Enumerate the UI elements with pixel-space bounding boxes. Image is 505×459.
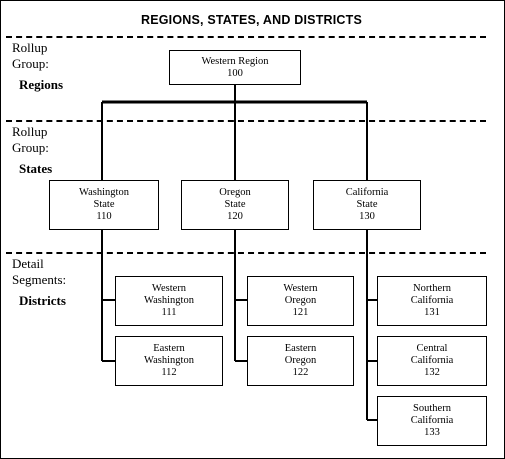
node-label-2: Washington: [144, 355, 194, 366]
node-washington-state: Washington State 110: [49, 180, 159, 230]
node-label-2: State: [224, 199, 246, 210]
node-label: Northern: [413, 283, 451, 294]
node-label-2: California: [410, 415, 454, 426]
band-label-regions: Rollup Group:: [12, 40, 49, 71]
group-name-districts: Districts: [19, 293, 66, 308]
node-northern-california: Northern California 131: [377, 276, 487, 326]
node-label-2: State: [356, 199, 378, 210]
node-label: Eastern: [284, 343, 317, 354]
node-label-2: State: [93, 199, 115, 210]
node-label: Southern: [413, 403, 451, 414]
node-western-oregon: Western Oregon 121: [247, 276, 354, 326]
node-eastern-oregon: Eastern Oregon 122: [247, 336, 354, 386]
node-code: 111: [161, 307, 177, 318]
node-label-2: Oregon: [284, 295, 317, 306]
node-code: 112: [161, 367, 177, 378]
node-western-region: Western Region 100: [169, 50, 301, 85]
node-oregon-state: Oregon State 120: [181, 180, 289, 230]
node-code: 120: [227, 211, 243, 222]
node-code: 130: [359, 211, 375, 222]
node-code: 133: [424, 427, 440, 438]
node-code: 121: [292, 307, 309, 318]
diagram-title: REGIONS, STATES, AND DISTRICTS: [140, 13, 363, 27]
node-label: Western: [151, 283, 187, 294]
node-california-state: California State 130: [313, 180, 421, 230]
node-code: 122: [292, 367, 309, 378]
node-code: 110: [96, 211, 112, 222]
node-western-washington: Western Washington 111: [115, 276, 223, 326]
group-name-states: States: [19, 161, 53, 176]
node-label: Western Region: [201, 55, 269, 67]
node-eastern-washington: Eastern Washington 112: [115, 336, 223, 386]
node-label: California: [345, 187, 389, 198]
band-divider-regions: [6, 36, 486, 38]
node-code: 100: [227, 67, 243, 79]
node-label-2: Oregon: [284, 355, 317, 366]
node-label-2: California: [410, 295, 454, 306]
group-name-regions: Regions: [19, 77, 64, 92]
node-label-2: California: [410, 355, 454, 366]
node-code: 131: [424, 307, 440, 318]
node-central-california: Central California 132: [377, 336, 487, 386]
node-code: 132: [424, 367, 440, 378]
node-label-2: Washington: [144, 295, 194, 306]
node-label: Western: [283, 283, 318, 294]
band-label-districts: Detail Segments:: [12, 256, 67, 287]
band-divider-states: [6, 120, 486, 122]
node-label: Central: [416, 343, 448, 354]
node-label: Washington: [79, 187, 129, 198]
band-label-states: Rollup Group:: [12, 124, 49, 155]
node-label: Eastern: [153, 343, 185, 354]
node-label: Oregon: [219, 187, 251, 198]
band-divider-districts: [6, 252, 486, 254]
node-southern-california: Southern California 133: [377, 396, 487, 446]
